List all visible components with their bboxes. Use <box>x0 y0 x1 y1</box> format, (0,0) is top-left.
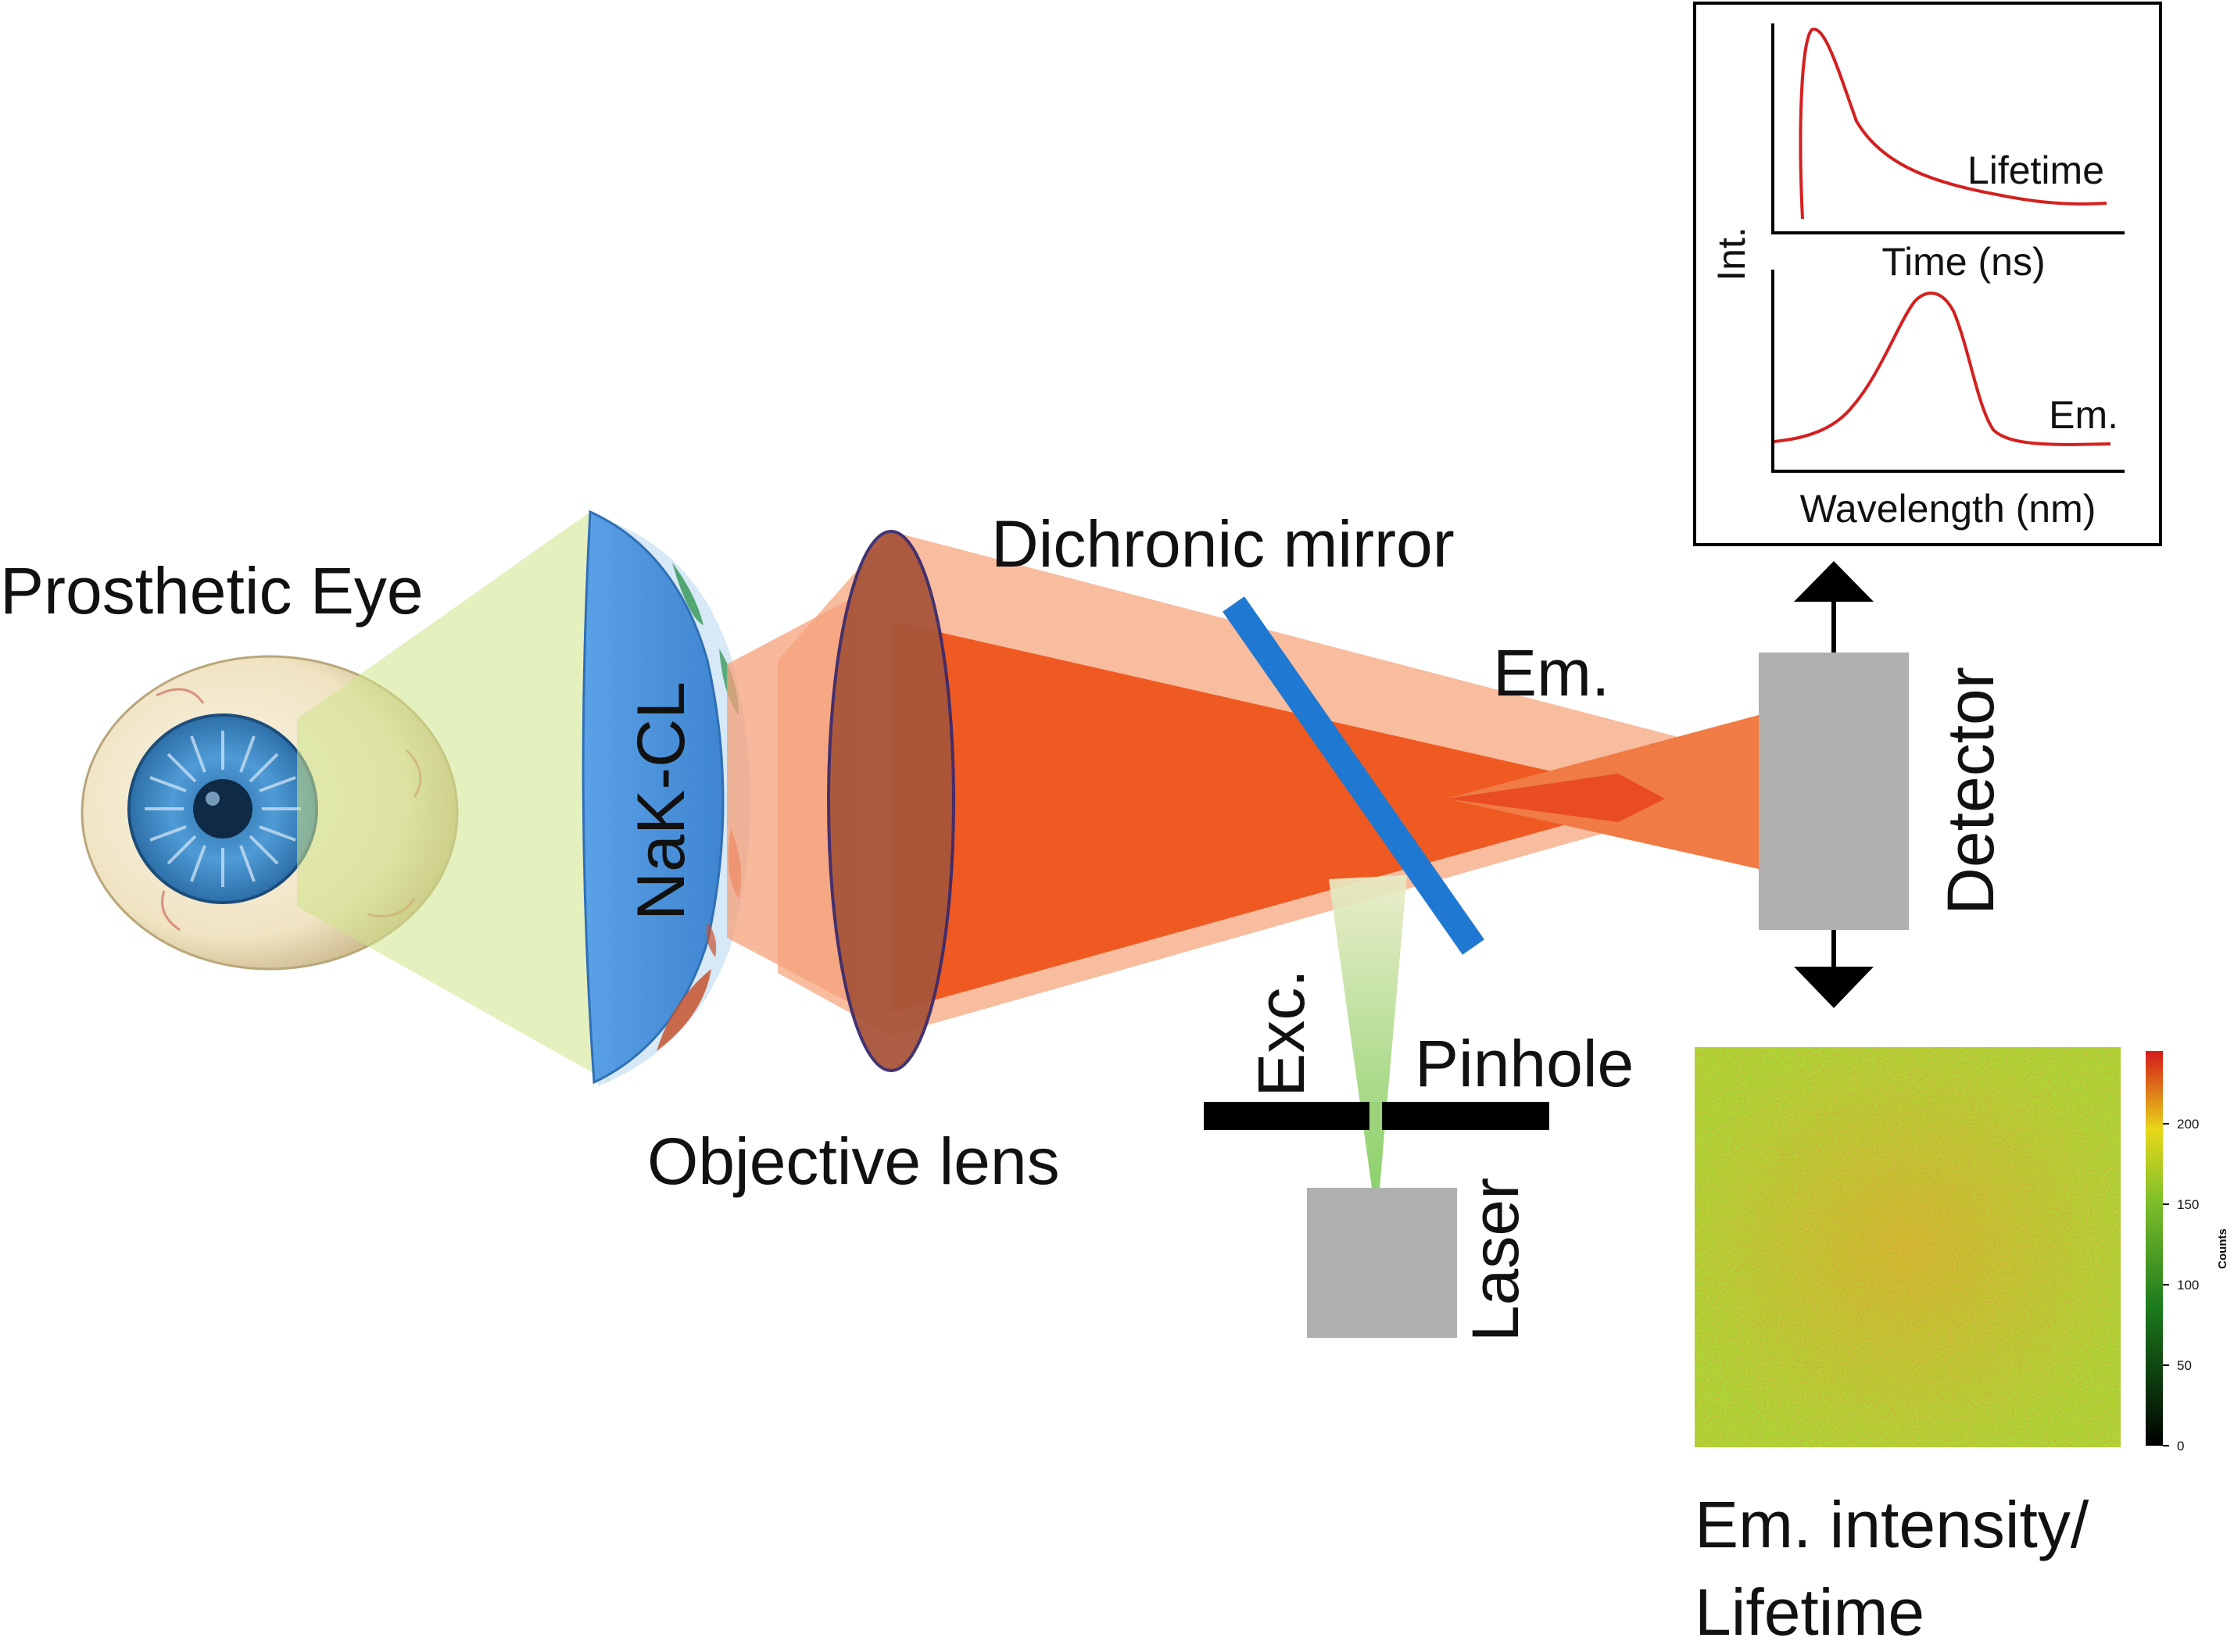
colorbar-tick-100: 100 <box>2177 1278 2199 1293</box>
detector-block <box>1759 653 1909 930</box>
pinhole-gap <box>1369 1102 1382 1130</box>
heatmap-colorbar: 0 50 100 150 200 Counts <box>2146 1051 2229 1454</box>
objective-lens <box>827 530 955 1072</box>
wavelength-axis-label: Wavelength (nm) <box>1800 487 2096 531</box>
emission-intensity-heatmap <box>1695 1047 2121 1447</box>
lens-to-objective-beam <box>727 594 860 1008</box>
colorbar-tick-150: 150 <box>2177 1197 2199 1212</box>
objective-lens-label: Objective lens <box>647 1125 1060 1198</box>
inset-spectra-plot: Int. Lifetime Time (ns) Em. Wavelength (… <box>1693 2 2162 546</box>
detector-label: Detector <box>1934 667 2007 914</box>
laser-block <box>1307 1188 1457 1338</box>
colorbar-tick-0: 0 <box>2177 1439 2184 1454</box>
dichronic-mirror-label: Dichronic mirror <box>991 507 1455 581</box>
illumination-cone <box>297 512 610 1082</box>
emission-spectrum-curve <box>1774 291 2111 446</box>
inset-y-label: Int. <box>1710 227 1753 281</box>
lifetime-curve-label: Lifetime <box>1967 148 2104 192</box>
emission-label: Em. <box>1493 636 1609 710</box>
laser-label: Laser <box>1459 1178 1532 1342</box>
excitation-label: Exc. <box>1244 969 1318 1096</box>
heatmap-caption-line1: Em. intensity/ <box>1695 1488 2089 1561</box>
arrow-up-icon <box>1794 561 1874 653</box>
colorbar-tick-200: 200 <box>2177 1117 2199 1132</box>
colorbar-tick-50: 50 <box>2177 1358 2192 1373</box>
excitation-beam <box>1329 875 1407 1188</box>
prosthetic-eye-label: Prosthetic Eye <box>0 554 424 628</box>
emission-beam <box>891 621 1665 1012</box>
lifetime-decay-curve <box>1799 27 2107 220</box>
arrow-down-icon <box>1794 930 1874 1008</box>
nak-cl-label: NaK-CL <box>624 681 699 921</box>
heatmap-caption-line2: Lifetime <box>1695 1575 1924 1649</box>
time-axis-label: Time (ns) <box>1881 240 2045 284</box>
focus-spot <box>1446 774 1665 822</box>
dichroic-mirror <box>1223 596 1484 955</box>
emission-curve-label: Em. <box>2049 393 2118 437</box>
colorbar-title: Counts <box>2216 1228 2229 1269</box>
pinhole-label: Pinhole <box>1415 1027 1634 1100</box>
